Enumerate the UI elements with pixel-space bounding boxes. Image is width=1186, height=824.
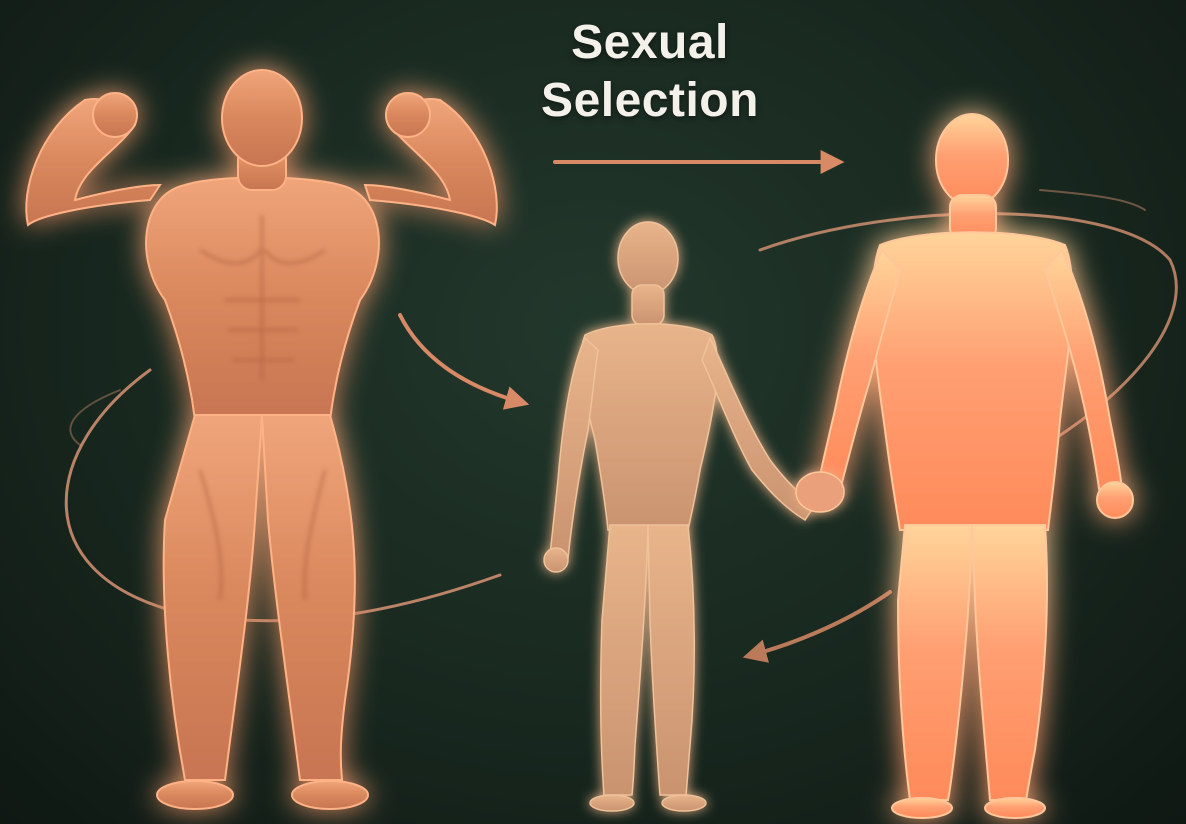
right-orbit-line-faint xyxy=(1040,190,1145,210)
clasped-hands xyxy=(796,472,844,512)
left-orbit-line-faint xyxy=(70,390,120,445)
diagram-title: Sexual Selection xyxy=(450,14,850,130)
muscular-right-leg xyxy=(262,415,355,780)
diagonal-arrow xyxy=(400,315,520,402)
glowing-right-fist xyxy=(1097,482,1133,518)
average-left-hand xyxy=(544,548,568,572)
average-right-leg xyxy=(648,525,694,795)
average-figure xyxy=(544,222,815,811)
glowing-head xyxy=(936,114,1008,206)
glowing-right-leg xyxy=(972,525,1047,800)
muscular-left-leg xyxy=(164,415,262,780)
average-neck xyxy=(632,285,664,325)
glowing-figure xyxy=(818,114,1133,818)
average-head xyxy=(618,222,678,294)
glowing-right-foot xyxy=(985,798,1045,818)
lower-arrow xyxy=(752,592,890,655)
muscular-left-fist xyxy=(93,93,137,137)
muscular-right-fist xyxy=(386,93,430,137)
average-left-leg xyxy=(601,525,648,795)
muscular-head xyxy=(222,70,302,166)
average-torso xyxy=(581,324,718,530)
muscular-right-foot xyxy=(292,781,368,809)
glowing-left-foot xyxy=(892,798,952,818)
muscular-left-foot xyxy=(157,781,233,809)
title-line-1: Sexual xyxy=(450,14,850,72)
average-right-foot xyxy=(662,795,706,811)
glowing-torso xyxy=(872,232,1072,530)
muscular-figure xyxy=(26,70,497,809)
title-line-2: Selection xyxy=(450,72,850,130)
average-left-foot xyxy=(590,795,634,811)
glowing-left-leg xyxy=(898,525,972,800)
average-left-arm xyxy=(550,338,598,558)
